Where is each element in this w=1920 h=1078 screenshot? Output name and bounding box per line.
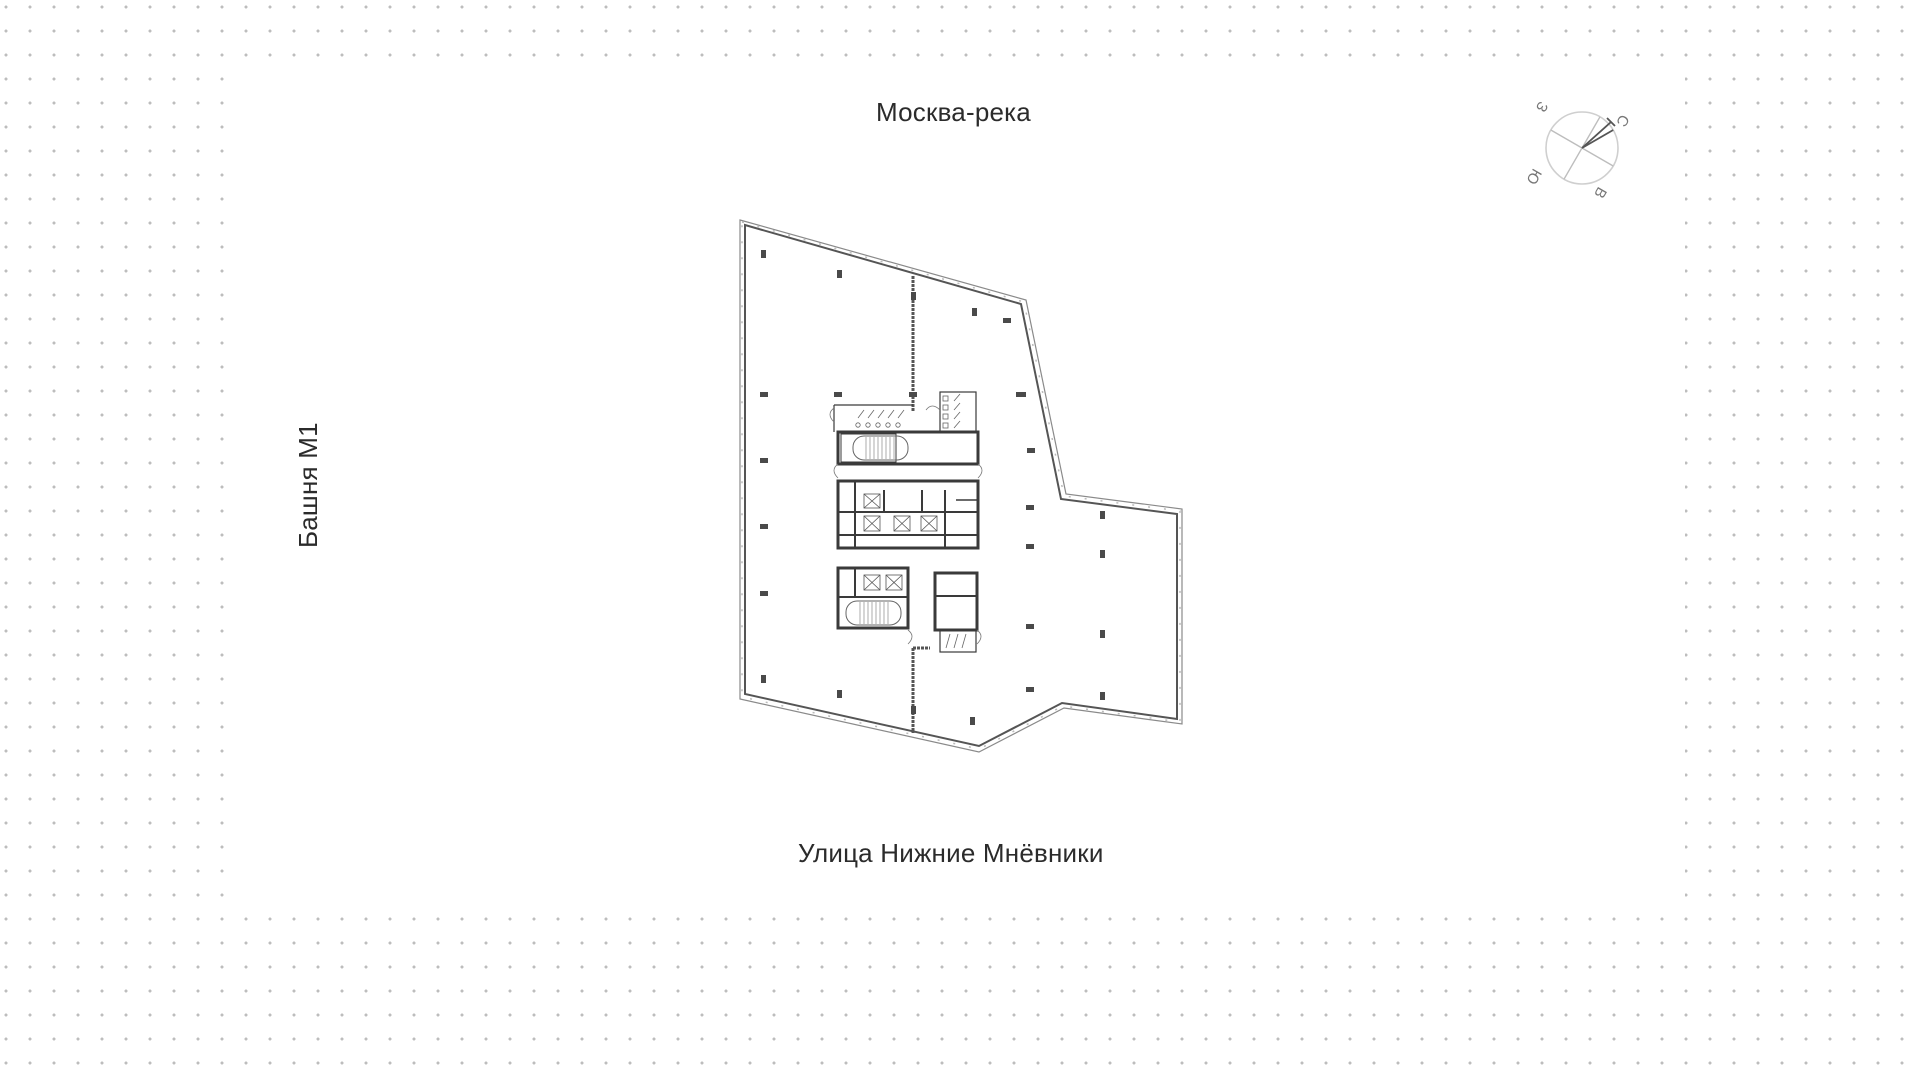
building-outline (739, 219, 1183, 753)
structural-columns (760, 250, 1105, 725)
building-core (829, 391, 983, 653)
label-moscow-river: Москва-река (876, 97, 1031, 127)
compass-icon (1545, 111, 1619, 185)
plan-canvas (233, 67, 1685, 905)
elevator-shafts (863, 493, 938, 532)
compass-rose: З С Ю В (1522, 98, 1655, 210)
label-street-nizhnie-mnevniki: Улица Нижние Мнёвники (798, 838, 1104, 868)
